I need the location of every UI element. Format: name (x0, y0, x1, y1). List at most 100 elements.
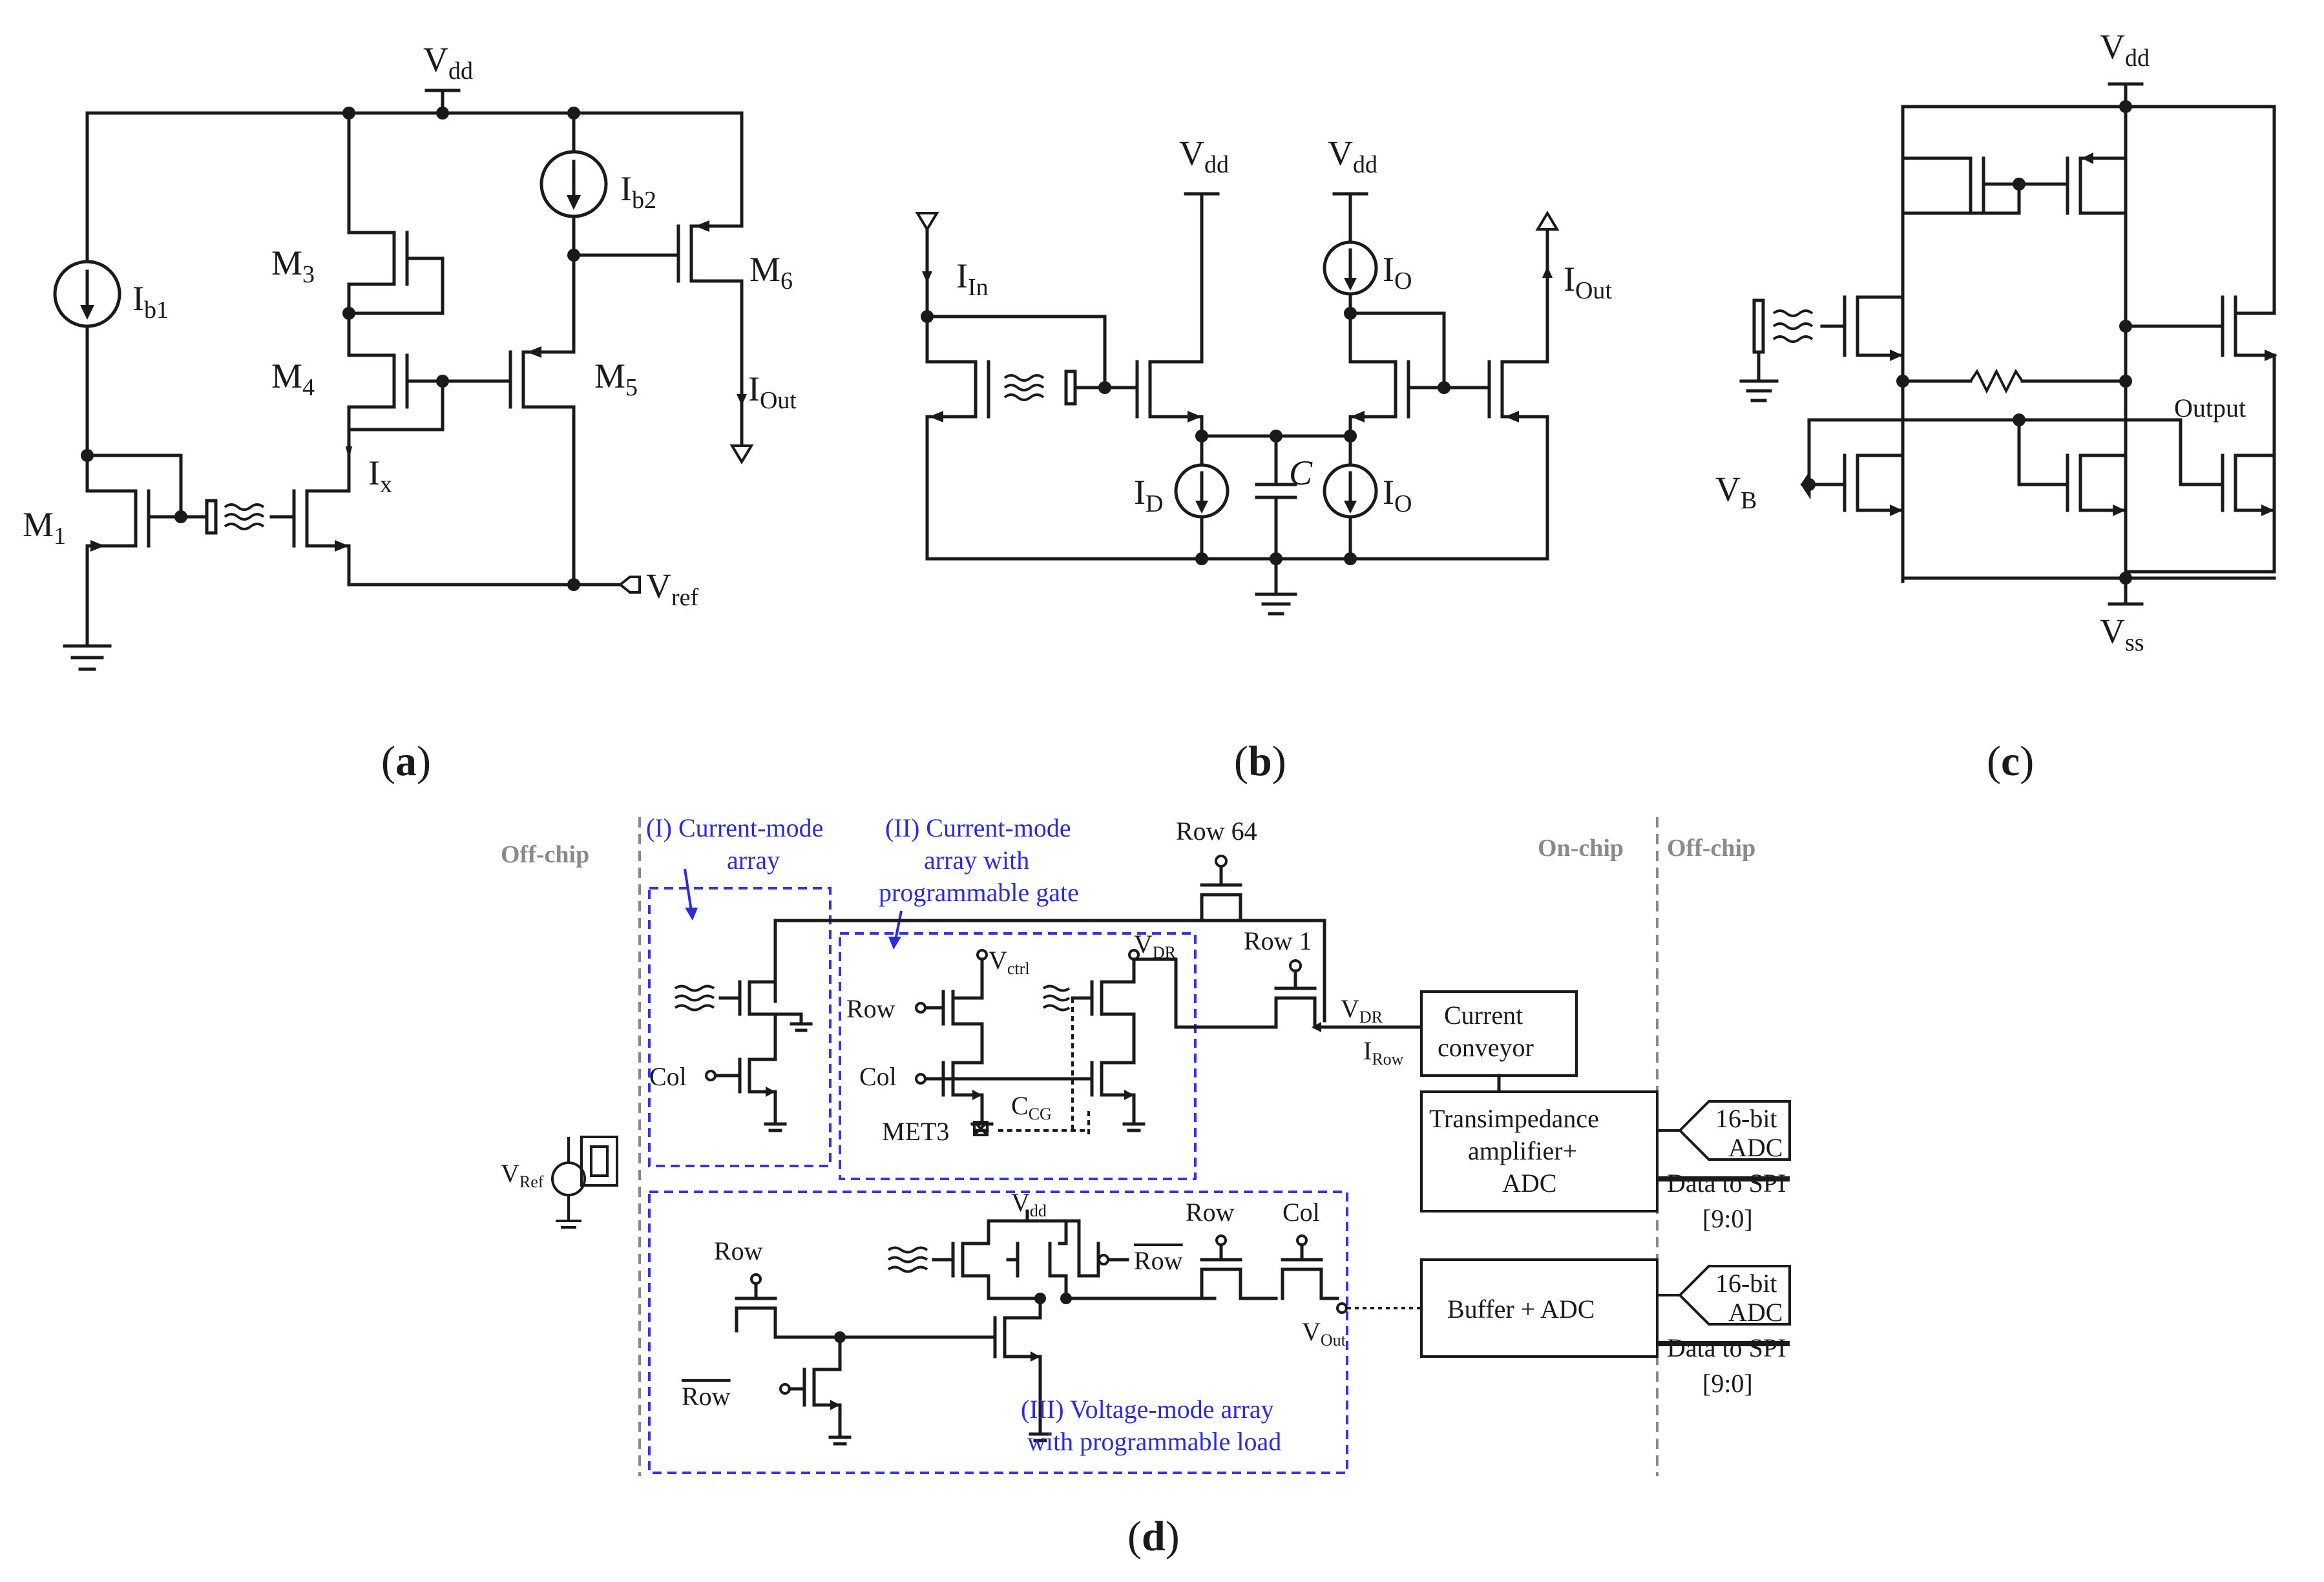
vdr-top-label: V (1134, 930, 1153, 959)
row64-label: Row 64 (1176, 817, 1257, 846)
data-spi-top: Data to SPI (1667, 1169, 1786, 1198)
array-ii-col-label: Col (859, 1062, 897, 1091)
b-io-lower-label: I (1383, 473, 1394, 512)
panel-d-schematic (551, 817, 1791, 1476)
svg-text:VDR: VDR (1134, 930, 1177, 962)
vout-label: V (1302, 1317, 1321, 1346)
svg-text:ID: ID (1134, 473, 1163, 517)
svg-text:VB: VB (1715, 470, 1757, 514)
met3-label: MET3 (882, 1117, 949, 1146)
svg-text:(b): (b) (1234, 738, 1286, 785)
panel-b-labels: Vdd Vdd IIn IO ID C IO IOut (b) (956, 134, 1612, 785)
caption-c: c (2001, 738, 2020, 785)
b-io-upper-label: I (1383, 250, 1394, 289)
svg-text:IIn: IIn (956, 256, 989, 301)
current-conveyor-line1: Current (1444, 1001, 1523, 1030)
a-ib2-label: I (620, 169, 632, 208)
svg-text:(a): (a) (381, 738, 431, 785)
a-m6-label: M (749, 250, 780, 289)
b-iout-label: I (1564, 260, 1575, 298)
panel-b-schematic (915, 192, 1560, 616)
b-c-label: C (1289, 453, 1313, 492)
adc16-top-line2: ADC (1728, 1133, 1783, 1162)
svg-text:M6: M6 (749, 250, 793, 295)
array-ii-title-line1: (II) Current-mode (885, 813, 1071, 842)
panel-d-labels: Off-chip On-chip Off-chip (I) Current-mo… (501, 813, 1786, 1560)
adc16-top-line1: 16-bit (1715, 1104, 1777, 1133)
tia-line3: ADC (1502, 1169, 1556, 1198)
irow-label: I (1363, 1036, 1372, 1065)
caption-d: d (1142, 1513, 1166, 1560)
array-ii-title-line2: array with (924, 846, 1029, 875)
current-conveyor-line2: conveyor (1438, 1033, 1534, 1062)
svg-text:VDR: VDR (1341, 994, 1383, 1026)
svg-text:Vdd: Vdd (1011, 1188, 1047, 1220)
bits-top: [9:0] (1702, 1204, 1753, 1233)
array-ii-title-line3: programmable gate (879, 878, 1079, 907)
array-iii-rowbar-label: Row (682, 1382, 731, 1411)
array-i-title-line2: array (727, 846, 780, 875)
b-id-label: I (1134, 473, 1146, 512)
b-iin-label: I (956, 256, 968, 295)
svg-text:Vdd: Vdd (1328, 134, 1377, 178)
svg-text:IO: IO (1383, 250, 1412, 295)
b-vdd1-label: V (1179, 134, 1204, 172)
a-iout-label: I (748, 369, 760, 408)
a-vref-label: V (646, 567, 671, 605)
svg-text:Vctrl: Vctrl (989, 946, 1030, 978)
panel-c-labels: Vdd Vss VB Output (c) (1715, 27, 2246, 785)
svg-text:Ib1: Ib1 (132, 279, 169, 324)
svg-text:M4: M4 (271, 357, 315, 401)
svg-text:Vref: Vref (646, 567, 699, 611)
vref-label: V (501, 1159, 519, 1188)
svg-text:(c): (c) (1987, 738, 2034, 785)
array-iii-row-label: Row (714, 1236, 763, 1265)
svg-text:IRow: IRow (1363, 1036, 1404, 1068)
on-chip-label: On-chip (1538, 835, 1624, 862)
array-i-title-line1: (I) Current-mode (646, 813, 823, 842)
c-vb-label: V (1715, 470, 1741, 508)
adc16-bottom-line2: ADC (1728, 1298, 1783, 1327)
off-chip-left-label: Off-chip (501, 841, 589, 868)
svg-text:IOut: IOut (748, 369, 797, 414)
svg-text:VRef: VRef (501, 1159, 544, 1191)
svg-text:Ib2: Ib2 (620, 169, 656, 214)
a-m5-label: M (594, 357, 625, 395)
row-switch-label: Row (1186, 1198, 1235, 1227)
col-switch-label: Col (1282, 1198, 1320, 1227)
row1-label: Row 1 (1244, 926, 1312, 955)
a-vdd-label: V (423, 40, 448, 79)
svg-text:VOut: VOut (1302, 1317, 1346, 1349)
panel-a-schematic (53, 88, 754, 671)
array-i-col-label: Col (649, 1062, 687, 1091)
adc16-bottom-line1: 16-bit (1715, 1269, 1777, 1298)
svg-text:IO: IO (1383, 473, 1412, 517)
svg-text:Ix: Ix (368, 453, 392, 498)
buffer-adc-label: Buffer + ADC (1447, 1295, 1595, 1324)
array-iii-title-line1: (III) Voltage-mode array (1021, 1395, 1274, 1424)
svg-text:M1: M1 (23, 505, 66, 550)
svg-text:Vdd: Vdd (423, 40, 473, 85)
b-vdd2-label: V (1328, 134, 1353, 172)
array-ii-row-label: Row (846, 994, 895, 1023)
a-m1-label: M (23, 505, 54, 544)
svg-text:CCG: CCG (1011, 1091, 1052, 1123)
vctrl-label: V (989, 946, 1007, 975)
vdr-label: V (1341, 994, 1359, 1023)
array-iii-title-line2: with programmable load (1027, 1427, 1281, 1456)
off-chip-right-label: Off-chip (1667, 835, 1755, 862)
caption-a: a (395, 738, 417, 785)
a-ix-label: I (368, 453, 380, 492)
svg-text:M3: M3 (271, 244, 315, 288)
a-m4-label: M (271, 357, 302, 395)
bits-bottom: [9:0] (1702, 1369, 1753, 1398)
tia-line2: amplifier+ (1468, 1136, 1577, 1165)
svg-text:Vdd: Vdd (2100, 27, 2150, 72)
tia-line1: Transimpedance (1429, 1104, 1599, 1133)
ccg-label: C (1011, 1091, 1029, 1120)
svg-text:Vss: Vss (2100, 612, 2144, 656)
vdd-d-label: V (1011, 1188, 1030, 1217)
panel-a-labels: Vdd Ib1 Ib2 M1 M3 M4 M5 M6 Ix IOut Vref … (23, 40, 797, 785)
panel-c-schematic (1739, 82, 2277, 606)
